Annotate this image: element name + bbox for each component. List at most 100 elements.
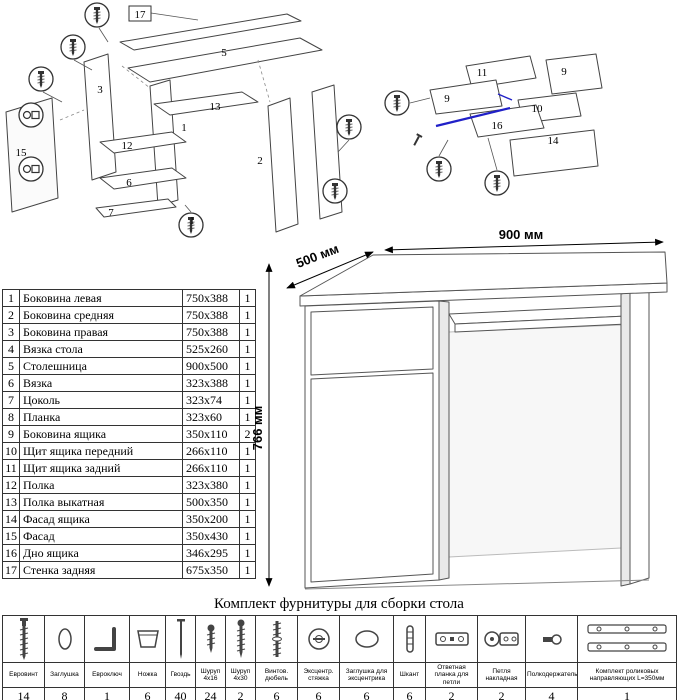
side-panel-shape bbox=[267, 97, 299, 233]
part-size-cell: 900x500 bbox=[182, 357, 240, 375]
pedestal-inner-side bbox=[438, 300, 450, 581]
hardware-item-qty: 8 bbox=[44, 687, 85, 700]
part-size-cell: 350x430 bbox=[182, 527, 240, 545]
desk-back-panel bbox=[448, 324, 622, 558]
wood-dowel-icon bbox=[393, 615, 426, 663]
hinge-plate-icon bbox=[425, 615, 478, 663]
part-number-cell: 1 bbox=[2, 289, 20, 307]
drawer-facade-shape bbox=[509, 129, 599, 177]
part-number-cell: 2 bbox=[2, 306, 20, 324]
back-wall-panel-shape bbox=[119, 13, 302, 51]
part-name-cell: Дно ящика bbox=[19, 544, 183, 562]
part-name-cell: Фасад bbox=[19, 527, 183, 545]
right-panel-inner-side bbox=[620, 291, 631, 587]
hardware-icons-row bbox=[2, 615, 677, 663]
height-dimension-label: 766 мм bbox=[253, 406, 265, 451]
part-label: 13 bbox=[210, 101, 222, 113]
drawer-back-shape bbox=[465, 55, 537, 89]
screw-long-icon bbox=[225, 615, 256, 663]
hardware-item-qty: 2 bbox=[477, 687, 526, 700]
shelf-shape bbox=[99, 131, 187, 154]
part-name-cell: Боковина средняя bbox=[19, 306, 183, 324]
part-label: 5 bbox=[221, 47, 227, 59]
drawer-panels bbox=[429, 53, 603, 177]
part-number-cell: 14 bbox=[2, 510, 20, 528]
part-size-cell: 500x350 bbox=[182, 493, 240, 511]
part-number-cell: 6 bbox=[2, 374, 20, 392]
part-name-cell: Фасад ящика bbox=[19, 510, 183, 528]
drawer-exploded-diagram: 11 9 9 10 16 14 bbox=[384, 53, 603, 196]
hardware-item-qty: 40 bbox=[165, 687, 196, 700]
hardware-item-qty: 1 bbox=[84, 687, 130, 700]
hardware-item-qty: 4 bbox=[525, 687, 578, 700]
hardware-item-qty: 2 bbox=[225, 687, 256, 700]
part-number-cell: 15 bbox=[2, 527, 20, 545]
cam-cap-icon bbox=[339, 615, 394, 663]
part-name-cell: Полка выкатная bbox=[19, 493, 183, 511]
hardware-item-name: Заглушка bbox=[44, 661, 85, 689]
roller-guide-highlight-line bbox=[435, 106, 511, 128]
part-number-cell: 10 bbox=[2, 442, 20, 460]
part-qty-cell: 1 bbox=[239, 527, 256, 545]
part-size-cell: 750x388 bbox=[182, 323, 240, 341]
door-facade-shape bbox=[5, 97, 59, 213]
door-facade bbox=[310, 372, 434, 583]
hardware-kit-title: Комплект фурнитуры для сборки стола bbox=[214, 596, 464, 612]
part-qty-cell: 1 bbox=[239, 561, 256, 579]
part-label: 15 bbox=[16, 147, 28, 159]
desk-dimension-drawing: 900 мм 500 мм 766 мм bbox=[253, 228, 668, 590]
part-name-cell: Цоколь bbox=[19, 391, 183, 409]
screw-short-icon bbox=[195, 615, 226, 663]
part-name-cell: Щит ящика передний bbox=[19, 442, 183, 460]
leader-lines bbox=[409, 97, 498, 171]
hardware-item-name: Ответная планка для петли bbox=[425, 661, 478, 689]
part-name-cell: Щит ящика задний bbox=[19, 459, 183, 477]
hardware-item-name: Петля накладная bbox=[477, 661, 526, 689]
part-label: 9 bbox=[444, 93, 450, 105]
part-size-cell: 525x260 bbox=[182, 340, 240, 358]
leader-lines bbox=[42, 12, 350, 213]
part-qty-cell: 1 bbox=[239, 510, 256, 528]
assembly-guide-lines bbox=[59, 59, 271, 121]
assembly-exploded-diagram: 17 5 3 13 12 6 7 15 2 1 1 bbox=[5, 2, 362, 238]
depth-dimension-label: 500 мм bbox=[294, 241, 341, 271]
part-size-cell: 346x295 bbox=[182, 544, 240, 562]
part-number-cell: 9 bbox=[2, 425, 20, 443]
part-label: 3 bbox=[97, 84, 103, 96]
rolling-shelf-shape bbox=[153, 91, 259, 116]
right-side-panel bbox=[629, 286, 650, 585]
depth-dimension-arrow bbox=[286, 251, 374, 289]
part-size-cell: 750x388 bbox=[182, 289, 240, 307]
tabletop-panel-shape bbox=[127, 37, 323, 83]
brace-shape bbox=[99, 167, 187, 190]
part-label: 10 bbox=[532, 103, 544, 115]
part-number-cell: 13 bbox=[2, 493, 20, 511]
part-label: 17 bbox=[135, 9, 147, 21]
hardware-item-name: Шуруп 4x30 bbox=[225, 661, 256, 689]
part-number-cell: 3 bbox=[2, 323, 20, 341]
part-label: 11 bbox=[477, 67, 488, 79]
hardware-item-qty: 6 bbox=[129, 687, 166, 700]
part-label: 12 bbox=[122, 140, 133, 152]
drawer-side-shape bbox=[545, 53, 603, 95]
exploded-panels bbox=[5, 13, 343, 233]
hardware-item-qty: 24 bbox=[195, 687, 226, 700]
cam-icon bbox=[297, 615, 340, 663]
hardware-item-name: Гвоздь bbox=[165, 661, 196, 689]
hardware-item-qty: 6 bbox=[297, 687, 340, 700]
part-number-cell: 8 bbox=[2, 408, 20, 426]
part-label: 1 bbox=[189, 215, 195, 227]
